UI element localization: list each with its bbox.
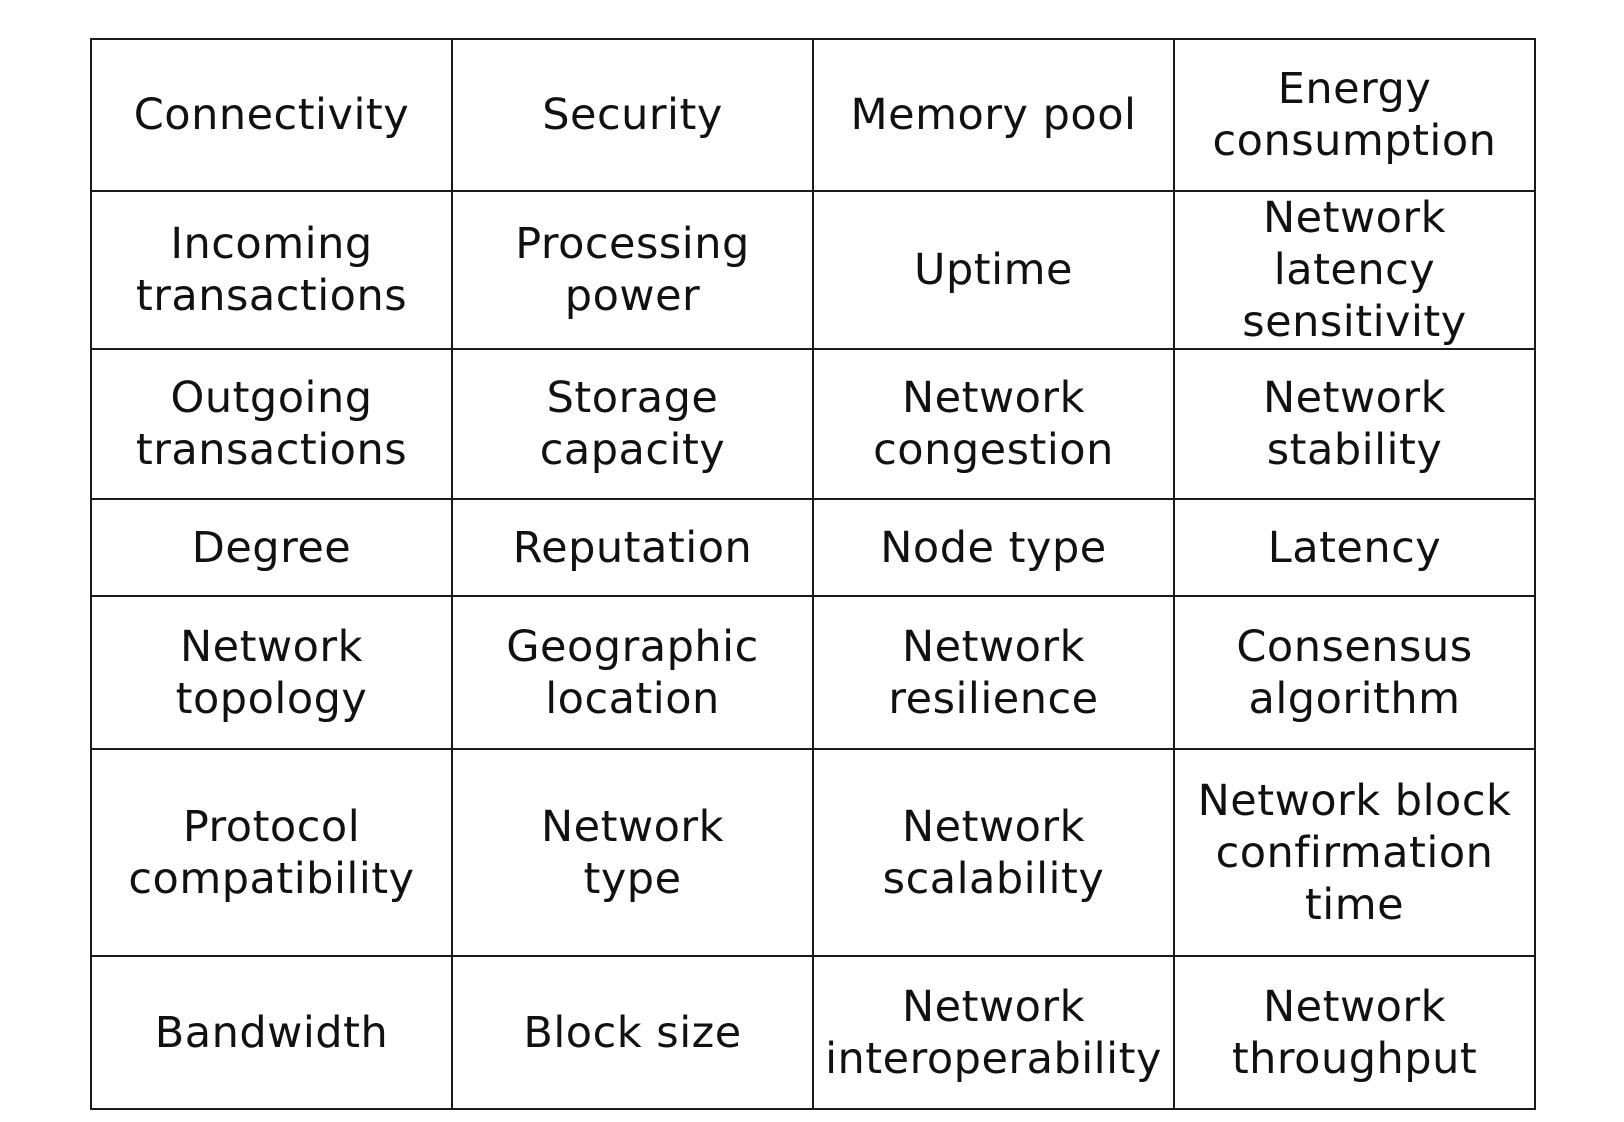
- table-cell: Latency: [1173, 498, 1536, 597]
- cell-text: Bandwidth: [154, 1007, 389, 1058]
- table-cell: Uptime: [812, 190, 1175, 350]
- cell-text: Outgoing transactions: [135, 373, 408, 475]
- table-cell: Network stability: [1173, 348, 1536, 500]
- table-cell: Network resilience: [812, 595, 1175, 750]
- table-cell: Energy consumption: [1173, 38, 1536, 192]
- table-cell: Bandwidth: [90, 955, 453, 1110]
- table-cell: Reputation: [451, 498, 814, 597]
- table-cell: Memory pool: [812, 38, 1175, 192]
- table-cell: Network topology: [90, 595, 453, 750]
- cell-text: Degree: [191, 522, 352, 573]
- cell-text: Network stability: [1262, 373, 1447, 475]
- cell-text: Connectivity: [133, 90, 410, 140]
- table-cell: Node type: [812, 498, 1175, 597]
- cell-text: Network congestion: [873, 373, 1114, 475]
- cell-text: Network throughput: [1231, 981, 1478, 1084]
- table-row: Network topology Geographic location Net…: [90, 595, 1536, 750]
- cell-text: Reputation: [512, 522, 753, 573]
- term-grid-table: Connectivity Security Memory pool Energy…: [90, 38, 1536, 1110]
- cell-text: Network type: [540, 801, 725, 904]
- table-cell: Network scalability: [812, 748, 1175, 957]
- cell-text: Network scalability: [882, 801, 1105, 904]
- cell-text: Energy consumption: [1212, 64, 1497, 166]
- cell-text: Uptime: [914, 245, 1073, 295]
- cell-text: Storage capacity: [539, 373, 726, 475]
- cell-text: Geographic location: [506, 621, 759, 724]
- table-row: Outgoing transactions Storage capacity N…: [90, 348, 1536, 500]
- table-row: Bandwidth Block size Network interoperab…: [90, 955, 1536, 1110]
- cell-text: Network interoperability: [825, 981, 1162, 1084]
- table-cell: Consensus algorithm: [1173, 595, 1536, 750]
- cell-text: Latency: [1267, 522, 1442, 573]
- table-cell: Outgoing transactions: [90, 348, 453, 500]
- term-grid-body: Connectivity Security Memory pool Energy…: [90, 38, 1536, 1110]
- table-cell: Degree: [90, 498, 453, 597]
- cell-text: Memory pool: [850, 90, 1137, 140]
- table-row: Degree Reputation Node type Latency: [90, 498, 1536, 597]
- table-row: Incoming transactions Processing power U…: [90, 190, 1536, 350]
- cell-text: Network resilience: [888, 621, 1099, 724]
- table-cell: Network block confirmation time: [1173, 748, 1536, 957]
- cell-text: Network block confirmation time: [1197, 775, 1512, 930]
- cell-text: Protocol compatibility: [128, 801, 415, 904]
- cell-text: Network topology: [175, 621, 368, 724]
- table-cell: Network latency sensitivity: [1173, 190, 1536, 350]
- table-cell: Processing power: [451, 190, 814, 350]
- table-cell: Network throughput: [1173, 955, 1536, 1110]
- table-cell: Protocol compatibility: [90, 748, 453, 957]
- table-cell: Network interoperability: [812, 955, 1175, 1110]
- cell-text: Block size: [523, 1007, 742, 1058]
- cell-text: Processing power: [515, 219, 750, 321]
- table-cell: Network congestion: [812, 348, 1175, 500]
- table-cell: Security: [451, 38, 814, 192]
- table-cell: Block size: [451, 955, 814, 1110]
- table-cell: Connectivity: [90, 38, 453, 192]
- table-row: Connectivity Security Memory pool Energy…: [90, 38, 1536, 192]
- table-row: Protocol compatibility Network type Netw…: [90, 748, 1536, 957]
- table-cell: Network type: [451, 748, 814, 957]
- table-cell: Storage capacity: [451, 348, 814, 500]
- cell-text: Consensus algorithm: [1236, 621, 1473, 724]
- cell-text: Security: [542, 90, 723, 140]
- cell-text: Incoming transactions: [135, 219, 408, 321]
- cell-text: Network latency sensitivity: [1242, 193, 1467, 347]
- cell-text: Node type: [880, 522, 1107, 573]
- table-cell: Geographic location: [451, 595, 814, 750]
- table-cell: Incoming transactions: [90, 190, 453, 350]
